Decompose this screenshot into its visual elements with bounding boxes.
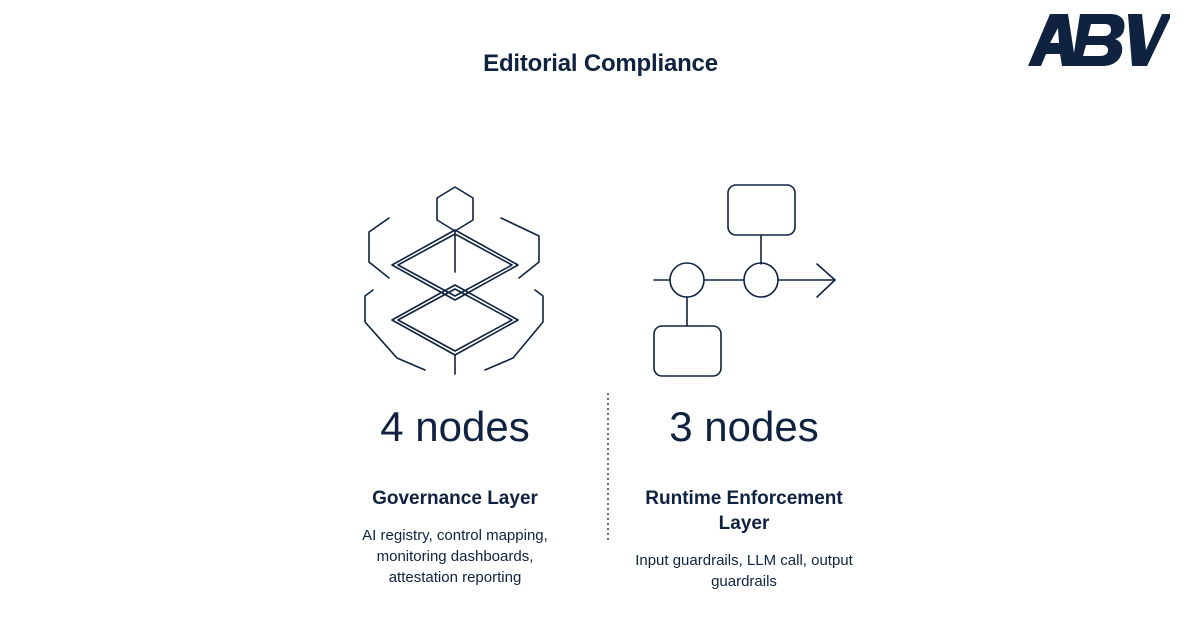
layer-description: Input guardrails, LLM call, output guard… [635,552,853,590]
stacked-cube-icon [364,186,544,375]
abv-logo [1028,14,1170,66]
column-divider [607,393,609,543]
layer-description: AI registry, control mapping, monitoring… [362,527,548,586]
page-title: Editorial Compliance [483,50,718,77]
node-count: 4 nodes [380,403,530,450]
layer-title: Runtime Enforcement Layer [645,488,843,534]
flow-pipeline-icon [653,184,836,377]
runtime-column: 3 nodes Runtime Enforcement Layer Input … [594,180,894,592]
layer-title: Governance Layer [372,488,538,509]
governance-column: 4 nodes Governance Layer AI registry, co… [305,180,605,588]
node-count: 3 nodes [669,403,819,450]
